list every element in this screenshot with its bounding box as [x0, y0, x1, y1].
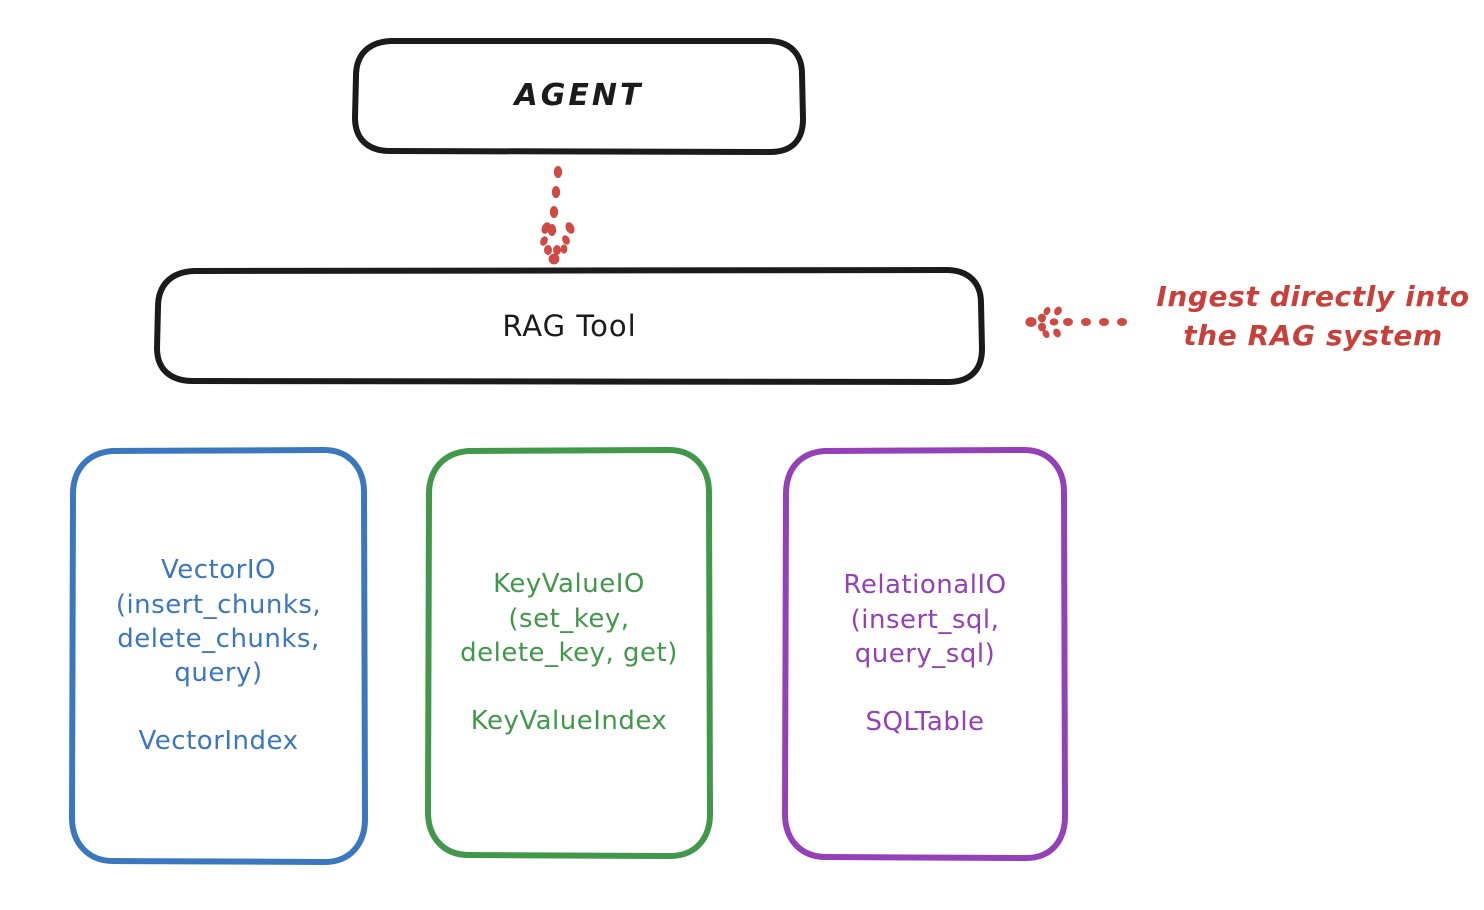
keyvalue-store-api-text: KeyValueIO (set_key, delete_key, get)	[460, 569, 678, 668]
relational-store-api-text: RelationalIO (insert_sql, query_sql)	[843, 570, 1007, 669]
ingest-annotation-text: Ingest directly into the RAG system	[1156, 280, 1470, 352]
ingest-annotation-arrow	[1025, 306, 1127, 338]
relational-store-index-text: SQLTable	[865, 707, 985, 738]
vector-store-box-label[interactable]: VectorIO (insert_chunks, delete_chunks, …	[72, 450, 365, 862]
relational-store-box-label[interactable]: RelationalIO (insert_sql, query_sql) SQL…	[785, 450, 1065, 858]
agent-to-rag-arrow	[540, 166, 575, 265]
vector-store-api-text: VectorIO (insert_chunks, delete_chunks, …	[115, 555, 322, 689]
vector-store-index-text: VectorIndex	[138, 726, 299, 757]
rag-tool-box-label[interactable]: RAG Tool	[502, 308, 637, 343]
keyvalue-store-index-text: KeyValueIndex	[470, 706, 668, 737]
keyvalue-store-box-label[interactable]: KeyValueIO (set_key, delete_key, get) Ke…	[428, 450, 710, 856]
agent-box-label[interactable]: AGENT	[514, 78, 644, 114]
